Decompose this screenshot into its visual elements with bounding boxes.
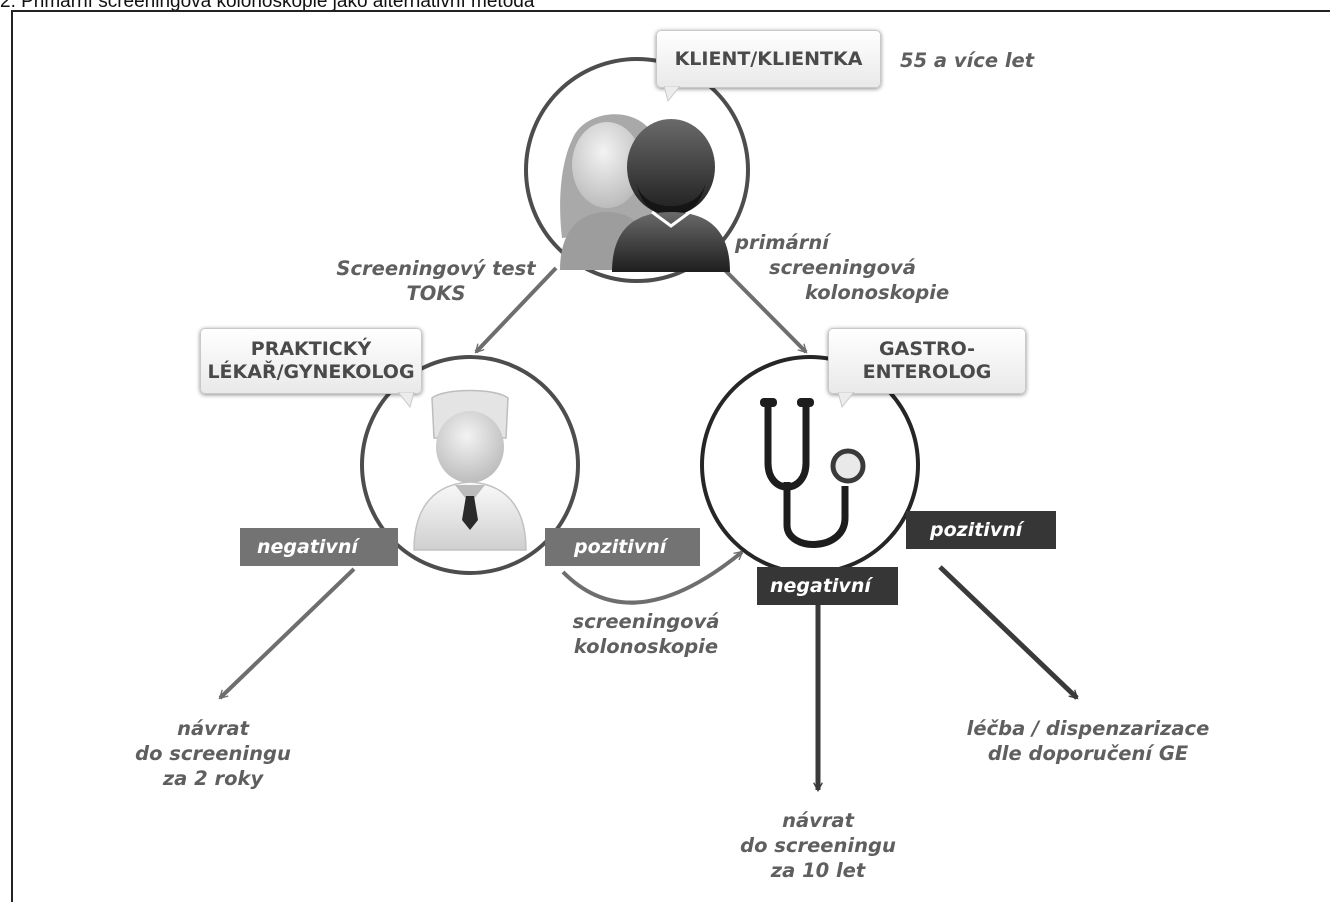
gp-callout-line-1: PRAKTICKÝ <box>250 338 372 360</box>
stethoscope-icon <box>760 398 866 548</box>
gastro-callout-tail <box>838 392 855 408</box>
client-callout-label: KLIENT/KLIENTKA <box>674 47 863 70</box>
label-primary-colonoscopy-line-2: screeningová <box>769 256 916 279</box>
gastro-callout-line-1: GASTRO- <box>879 338 975 360</box>
client-age-note: 55 a více let <box>900 49 1035 72</box>
gp-negative-outcome-line-1: návrat <box>177 717 249 740</box>
client-callout: KLIENT/KLIENTKA <box>656 30 881 88</box>
label-screening-test: Screeningový test TOKS <box>316 256 556 306</box>
gp-negative-outcome: návrat do screeningu za 2 roky <box>128 716 298 791</box>
gp-callout-tail <box>398 392 415 408</box>
label-screening-colonoscopy: screeningová kolonoskopie <box>556 609 736 659</box>
gastro-node <box>700 355 920 575</box>
client-node <box>524 57 750 283</box>
gastro-negative-outcome: návrat do screeningu za 10 let <box>733 808 903 883</box>
gp-negative-outcome-line-3: za 2 roky <box>162 767 264 790</box>
label-screening-colonoscopy-line-1: screeningová <box>572 610 720 633</box>
label-primary-colonoscopy: primární screeningová kolonoskopie <box>727 230 950 305</box>
label-screening-colonoscopy-line-2: kolonoskopie <box>573 635 719 658</box>
gp-negative-bar: negativní <box>240 528 398 566</box>
gp-callout: PRAKTICKÝ LÉKAŘ/GYNEKOLOG <box>200 328 422 394</box>
client-couple-icon <box>560 114 730 272</box>
arrow-gastro-positive <box>938 565 1079 700</box>
gastro-negative-outcome-line-2: do screeningu <box>740 834 896 857</box>
gastro-negative-outcome-line-3: za 10 let <box>770 859 866 882</box>
gp-node <box>360 355 580 575</box>
gastro-positive-outcome: léčba / dispenzarizace dle doporučení GE <box>938 716 1238 766</box>
gp-positive-bar: pozitivní <box>545 528 700 566</box>
diagram-frame <box>11 10 1330 902</box>
gastro-positive-outcome-line-1: léčba / dispenzarizace <box>966 717 1210 740</box>
client-callout-tail <box>664 86 681 102</box>
doctor-icon <box>413 389 527 551</box>
gp-negative-label: negativní <box>257 536 358 558</box>
gastro-positive-label: pozitivní <box>930 519 1023 541</box>
label-primary-colonoscopy-line-3: kolonoskopie <box>805 281 950 304</box>
label-screening-test-line-1: Screeningový test <box>336 257 536 280</box>
label-primary-colonoscopy-line-1: primární <box>735 231 829 254</box>
gastro-negative-bar: negativní <box>757 567 898 605</box>
gastro-negative-label: negativní <box>770 575 871 597</box>
page-title: 2. Primární screeningová kolonoskopie ja… <box>0 0 535 12</box>
gp-negative-outcome-line-2: do screeningu <box>135 742 291 765</box>
arrow-client-to-gp <box>474 266 558 352</box>
gastro-negative-outcome-line-1: návrat <box>782 809 854 832</box>
gastro-positive-outcome-line-2: dle doporučení GE <box>987 742 1189 765</box>
gp-callout-line-2: LÉKAŘ/GYNEKOLOG <box>207 361 415 383</box>
gastro-positive-bar: pozitivní <box>906 511 1056 549</box>
gastro-callout-line-2: ENTEROLOG <box>862 361 992 383</box>
gastro-callout: GASTRO- ENTEROLOG <box>828 328 1026 394</box>
gp-positive-label: pozitivní <box>574 536 667 558</box>
arrow-gp-to-gastro <box>561 550 742 605</box>
arrow-gp-negative <box>220 567 356 700</box>
label-screening-test-line-2: TOKS <box>406 282 466 305</box>
